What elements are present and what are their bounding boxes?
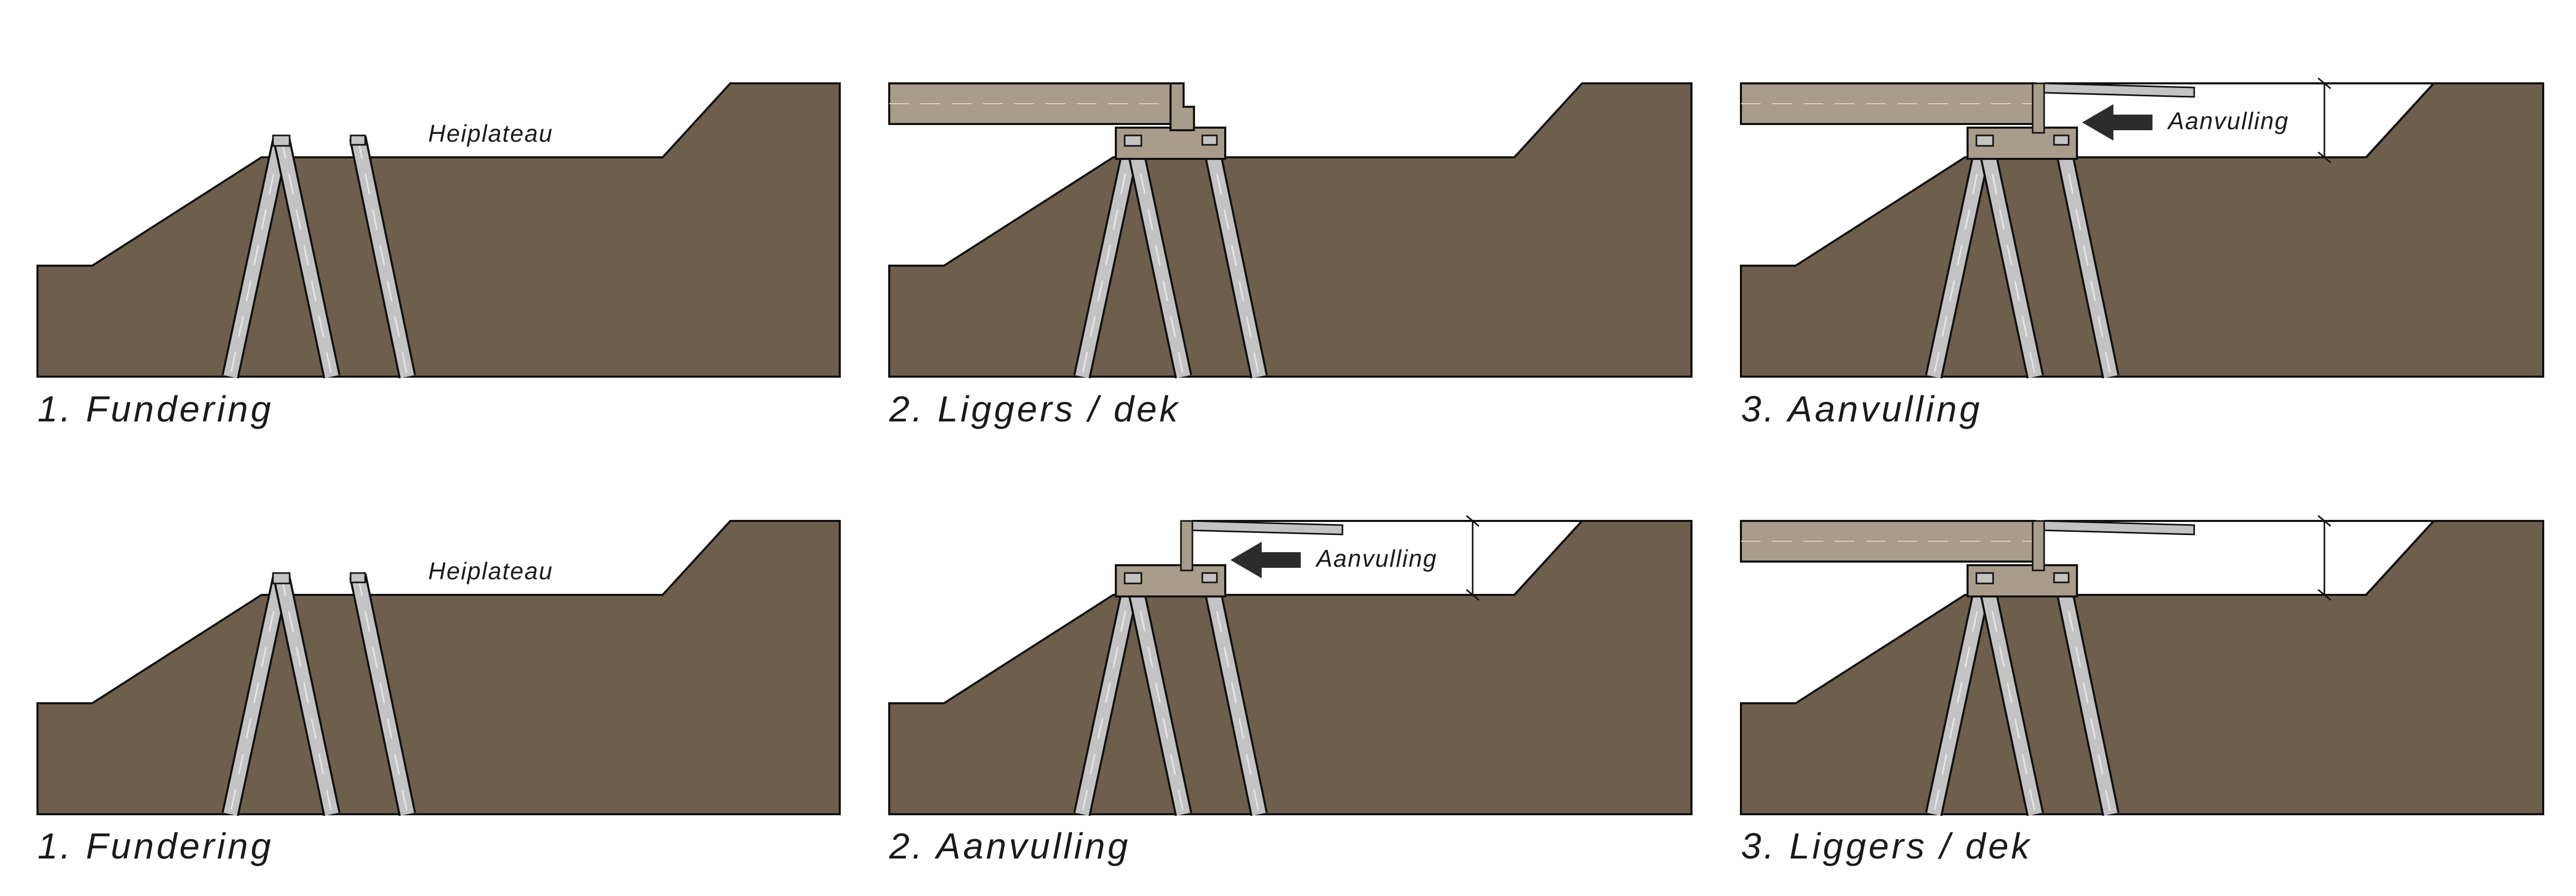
pile-left-raked-joints xyxy=(229,575,282,815)
caption-row1-panel2: 2. Liggers / dek xyxy=(889,389,1180,429)
pile-right-raked-joints xyxy=(1209,575,1260,815)
aanvulling-label: Aanvulling xyxy=(2167,107,2289,134)
panel-r2-c2: Aanvulling xyxy=(888,515,1693,816)
panel-r1-c2 xyxy=(888,82,1693,379)
pile-center-raked-joints xyxy=(1132,575,1185,815)
pile-head-left xyxy=(1975,134,1994,147)
fill-direction-arrow xyxy=(2082,104,2152,141)
panel-r2-c3 xyxy=(1740,515,2544,816)
pile-left-raked-joints xyxy=(1081,138,1134,377)
pile-head-right xyxy=(1201,572,1218,583)
pile-center-raked-joints xyxy=(280,575,333,815)
pile-head-right xyxy=(350,572,366,583)
pile-right-raked-joints xyxy=(2060,138,2112,377)
pile-head-left xyxy=(272,134,291,147)
pile-right-raked-joints xyxy=(357,575,408,815)
upstand-wall xyxy=(1169,82,1195,131)
backfill-slope xyxy=(1513,520,1583,596)
pile-center-raked-joints xyxy=(1132,138,1185,377)
fill-direction-arrow xyxy=(1230,542,1301,578)
dimension-tick-bottom xyxy=(2318,151,2331,164)
pile-head-left xyxy=(1124,572,1142,584)
dimension-tick-bottom xyxy=(2318,589,2331,601)
pile-head-right xyxy=(2053,572,2070,583)
caption-row1-panel3: 3. Aanvulling xyxy=(1741,389,1983,429)
dimension-tick-top xyxy=(1466,515,1479,527)
retaining-wall xyxy=(2032,82,2045,134)
retaining-wall xyxy=(2032,520,2045,571)
pile-head-left xyxy=(272,572,291,584)
pile-head-left xyxy=(1975,572,1994,584)
dimension-tick-top xyxy=(2318,77,2331,90)
backfill-slope xyxy=(2365,82,2435,158)
dimension-tick-bottom xyxy=(1466,589,1479,601)
retaining-wall xyxy=(1180,520,1193,571)
relieving-slab xyxy=(1191,520,1343,536)
pile-right-raked-joints xyxy=(2060,575,2112,815)
heiplateau-label: Heiplateau xyxy=(428,557,553,584)
caption-row2-panel2: 2. Aanvulling xyxy=(889,826,1131,866)
panel-r1-c3: Aanvulling xyxy=(1740,77,2544,379)
pile-right-raked-joints xyxy=(357,138,408,377)
pile-left-raked-joints xyxy=(1081,575,1134,815)
heiplateau-label: Heiplateau xyxy=(428,120,553,147)
pile-right-raked-joints xyxy=(1209,138,1260,377)
pile-left-raked-joints xyxy=(229,138,282,377)
aanvulling-label: Aanvulling xyxy=(1315,545,1437,572)
pile-head-right xyxy=(350,134,366,146)
ground-profile xyxy=(1740,520,2544,815)
pile-left-raked-joints xyxy=(1933,575,1986,815)
backfill-slope xyxy=(2365,520,2435,596)
pile-head-left xyxy=(1124,134,1142,147)
pile-center-raked-joints xyxy=(1984,575,2036,815)
relieving-slab xyxy=(2043,520,2195,536)
panel-r1-c1: Heiplateau xyxy=(36,82,841,379)
pile-center-raked-joints xyxy=(1984,138,2036,377)
dimension-tick-top xyxy=(2318,515,2331,527)
caption-row2-panel3: 3. Liggers / dek xyxy=(1741,826,2032,866)
panel-r2-c1: Heiplateau xyxy=(36,520,841,816)
ground-profile xyxy=(888,82,1693,378)
relieving-slab xyxy=(2043,82,2195,98)
pile-head-right xyxy=(2053,134,2070,146)
caption-row1-panel1: 1. Fundering xyxy=(38,389,274,429)
caption-row2-panel1: 1. Fundering xyxy=(38,826,274,866)
pile-left-raked-joints xyxy=(1933,138,1986,377)
pile-head-right xyxy=(1201,134,1218,146)
pile-center-raked-joints xyxy=(280,138,333,377)
